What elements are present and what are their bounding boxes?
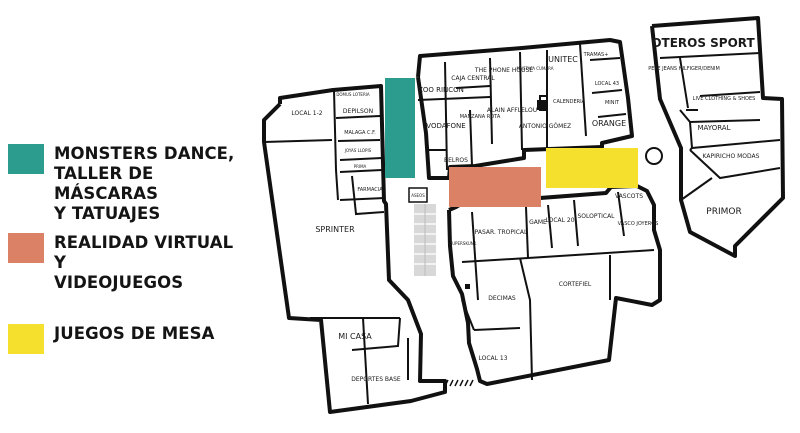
map-legend: MONSTERS DANCE, TALLER DE MÁSCARAS Y TAT… bbox=[0, 0, 245, 433]
store-label: DOMUS LOTERIA bbox=[336, 92, 370, 97]
store-label: PRIMOR bbox=[706, 207, 741, 217]
legend-line: VIDEOJUEGOS bbox=[54, 273, 184, 292]
store-label: LOCAL 43 bbox=[595, 81, 619, 87]
store-label: SUPERSKUNK bbox=[450, 241, 477, 246]
store-label: FARMACIA bbox=[357, 187, 383, 193]
store-divider-lines bbox=[263, 43, 781, 405]
store-label: BELROS bbox=[444, 157, 468, 164]
store-label: TRAMAS+ bbox=[583, 52, 609, 58]
zone-yellow bbox=[546, 148, 638, 188]
legend-line: REALIDAD VIRTUAL Y bbox=[54, 233, 234, 272]
store-label: MINIT bbox=[605, 100, 620, 106]
store-label: DECIMAS bbox=[488, 295, 516, 302]
store-label: MAYORAL bbox=[698, 124, 731, 132]
store-label: SOLOPTICAL bbox=[577, 213, 615, 220]
store-label: UNITEC bbox=[548, 55, 578, 64]
store-label: DEPORTES BASE bbox=[351, 376, 401, 383]
store-label: VASCOTS bbox=[615, 193, 643, 200]
store-label: ANTONIO GÓMEZ bbox=[519, 123, 571, 130]
store-label: VODAFONE bbox=[426, 122, 465, 130]
legend-item-juegos-de-mesa: JUEGOS DE MESA bbox=[8, 324, 214, 354]
store-label: OTEROS SPORT bbox=[651, 36, 755, 50]
store-label: MUSTAFA CUMARA bbox=[517, 66, 554, 71]
store-label: VASCO JOYEROS bbox=[618, 221, 659, 227]
store-label: LOCAL 20 bbox=[545, 217, 574, 224]
store-label: PEPE JEANS HILFIGER/DENIM bbox=[648, 66, 720, 72]
store-label: ALAIN AFFLELOU bbox=[487, 107, 537, 114]
store-label: LOCAL 1-2 bbox=[291, 110, 322, 117]
legend-item-monsters-dance: MONSTERS DANCE, TALLER DE MÁSCARAS Y TAT… bbox=[8, 144, 245, 224]
zone-salmon bbox=[449, 167, 541, 207]
store-label: ZOO RINCON bbox=[418, 86, 464, 94]
store-label: GAME bbox=[529, 219, 547, 226]
legend-swatch-teal bbox=[8, 144, 44, 174]
aseos-box bbox=[408, 187, 428, 203]
legend-line: Y TATUAJES bbox=[54, 204, 161, 223]
legend-swatch-salmon bbox=[8, 233, 44, 263]
legend-label: JUEGOS DE MESA bbox=[54, 324, 214, 344]
walkway-features bbox=[408, 100, 663, 387]
store-label: CALENDERIA bbox=[553, 99, 586, 105]
zone-teal bbox=[385, 78, 415, 178]
highlight-zones bbox=[385, 78, 638, 207]
legend-swatch-yellow bbox=[8, 324, 44, 354]
legend-line: JUEGOS DE MESA bbox=[54, 324, 215, 343]
round-pillar bbox=[645, 147, 663, 165]
store-label: CORTEFIEL bbox=[559, 281, 592, 288]
store-label: THE PHONE HOUSE bbox=[474, 67, 533, 74]
store-label: KAPIRICHO MODAS bbox=[703, 153, 760, 160]
legend-line: TALLER DE MÁSCARAS bbox=[54, 164, 159, 203]
legend-line: MONSTERS DANCE, bbox=[54, 144, 235, 163]
store-label: MANZANA ROTA bbox=[460, 114, 501, 120]
black-pillar bbox=[537, 100, 547, 110]
store-label: LOCAL 13 bbox=[478, 355, 507, 362]
store-label: PRIMA bbox=[354, 164, 367, 169]
store-label: LIVE CLOTHING & SHOES bbox=[693, 96, 756, 102]
store-label: PASAR. TROPICAL bbox=[475, 229, 528, 236]
store-label: CAJA CENTRAL bbox=[451, 75, 495, 82]
store-label: JOYAS LLOPIS bbox=[344, 148, 372, 153]
store-label: MALAGA C.F. bbox=[344, 130, 376, 136]
store-labels: OTEROS SPORT PEPE JEANS HILFIGER/DENIM L… bbox=[291, 36, 759, 383]
store-label: MI CASA bbox=[338, 332, 372, 341]
legend-label: REALIDAD VIRTUAL Y VIDEOJUEGOS bbox=[54, 233, 245, 293]
mall-outer-walls bbox=[262, 16, 785, 414]
small-pillar bbox=[465, 284, 470, 289]
legend-item-realidad-virtual: REALIDAD VIRTUAL Y VIDEOJUEGOS bbox=[8, 233, 245, 293]
store-label: ASEOS bbox=[411, 193, 425, 198]
store-label: DEPILSON bbox=[343, 108, 373, 115]
legend-label: MONSTERS DANCE, TALLER DE MÁSCARAS Y TAT… bbox=[54, 144, 245, 224]
store-label: SPRINTER bbox=[315, 225, 355, 234]
store-label: ORANGE bbox=[592, 119, 626, 128]
